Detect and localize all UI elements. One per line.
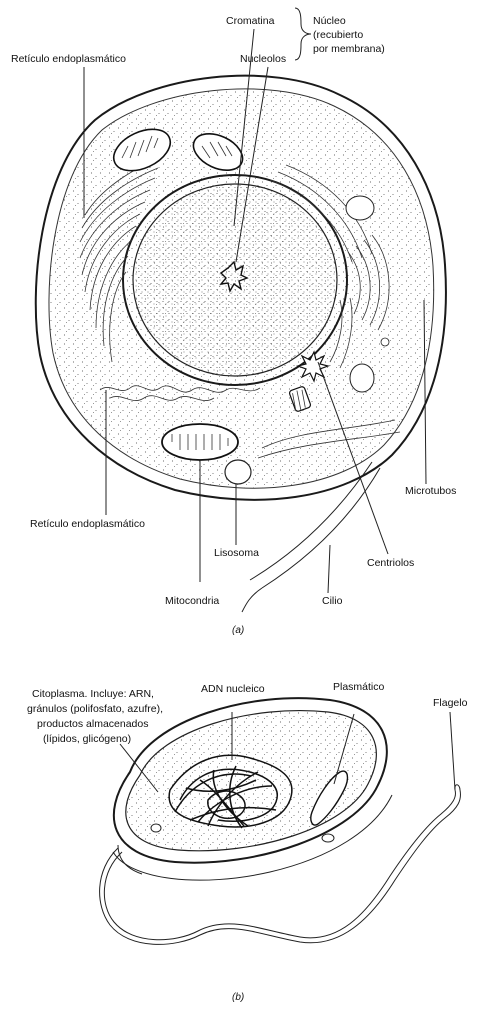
label-nucleolos: Nucleolos [240,53,286,65]
label-plasmatico: Plasmático [333,681,385,693]
label-citoplasma-2: gránulos (polifosfato, azufre), [27,703,163,715]
vesicle-right-bottom [350,364,374,392]
label-por-membrana: por membrana) [313,43,385,55]
nucleus-brace [295,8,311,60]
label-reticulo-top: Retículo endoplasmático [11,53,126,65]
label-centriolos: Centriolos [367,557,414,569]
caption-a: (a) [232,625,244,636]
label-microtubos: Microtubos [405,485,456,497]
figure-b-bacterium [100,698,461,944]
mitochondrion-bottom [162,424,238,460]
label-citoplasma-4: (lípidos, glicógeno) [43,733,131,745]
label-lisosoma: Lisosoma [214,547,259,559]
label-citoplasma-1: Citoplasma. Incluye: ARN, [32,688,154,700]
label-cilio: Cilio [322,595,343,607]
label-cromatina: Cromatina [226,15,275,27]
label-mitocondria: Mitocondria [165,595,219,607]
label-citoplasma-3: productos almacenados [37,718,149,730]
lysosome [225,460,251,484]
caption-b: (b) [232,992,244,1003]
label-reticulo-bottom: Retículo endoplasmático [30,518,145,530]
label-flagelo: Flagelo [433,697,468,709]
label-recubierto: (recubierto [313,29,363,41]
vesicle-right-top [346,196,374,220]
label-nucleo: Núcleo [313,15,346,27]
label-adn: ADN nucleico [201,683,265,695]
